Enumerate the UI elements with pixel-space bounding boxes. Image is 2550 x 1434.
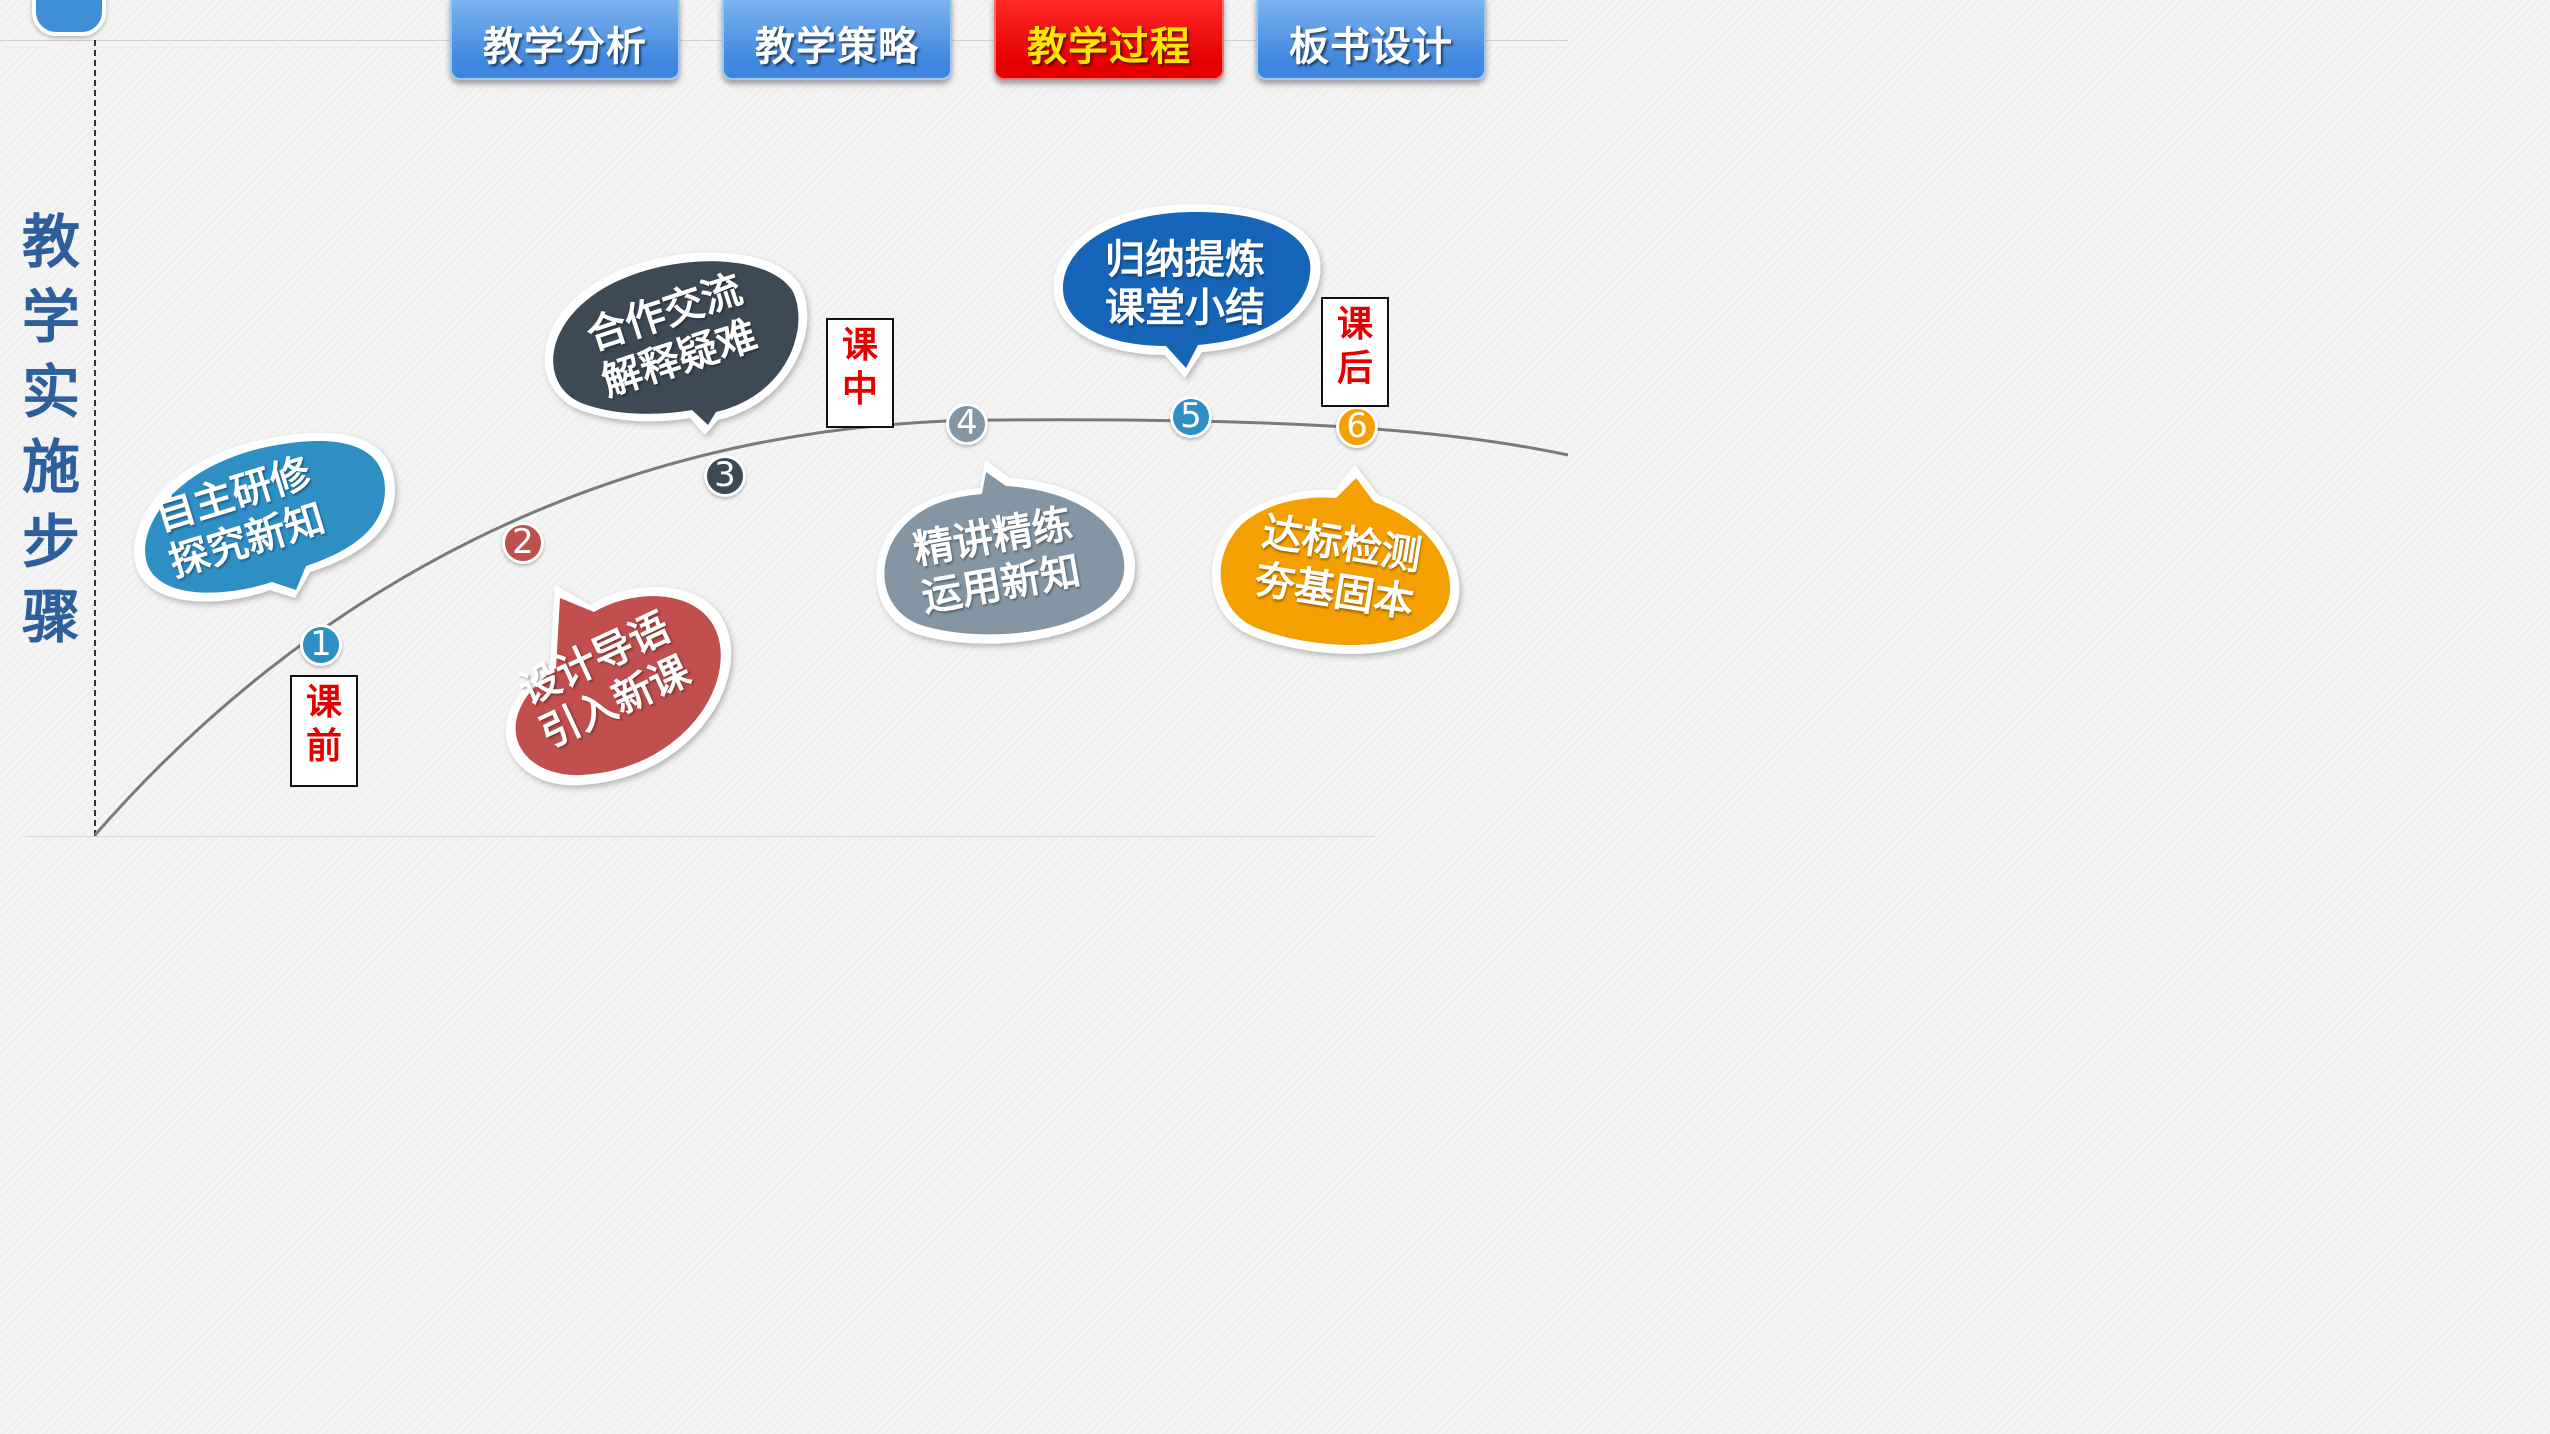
tab-label: 板书设计 <box>1289 24 1453 70</box>
tab-teaching-process[interactable]: 教学过程 <box>994 0 1224 80</box>
step-2-bubble <box>505 585 732 786</box>
step-1-marker: 1 <box>300 624 342 666</box>
step-4-bubble <box>876 460 1135 644</box>
stage-before-char: 前 <box>305 726 342 767</box>
step-5-marker: 5 <box>1170 396 1212 438</box>
step-5-line1: 归纳提炼 <box>1105 237 1265 283</box>
tab-teaching-analysis[interactable]: 教学分析 <box>450 0 680 80</box>
step-5-text: 归纳提炼 课堂小结 <box>1105 236 1265 332</box>
step-5-bubble <box>1053 204 1321 378</box>
side-title-char: 施 <box>21 433 80 501</box>
side-title-char: 教 <box>21 208 80 276</box>
step-6-bubble <box>1212 465 1460 654</box>
step-6-marker: 6 <box>1336 406 1378 448</box>
stage-during-char: 课 <box>841 325 878 366</box>
stage-before-char: 课 <box>305 682 342 723</box>
step-3-bubble <box>544 252 808 435</box>
stage-during-char: 中 <box>841 369 878 410</box>
stage-before-label: 课 前 <box>290 675 358 787</box>
axis-dashed-line <box>94 40 96 836</box>
side-title-char: 学 <box>21 283 80 351</box>
tab-label: 教学策略 <box>755 24 919 70</box>
logo-icon <box>32 0 106 36</box>
tab-label: 教学过程 <box>1027 24 1191 70</box>
stage-after-char: 课 <box>1336 304 1373 345</box>
step-1-bubble <box>134 432 395 602</box>
tab-label: 教学分析 <box>483 24 647 70</box>
tab-board-design[interactable]: 板书设计 <box>1256 0 1486 80</box>
stage-after-label: 课 后 <box>1321 297 1389 407</box>
side-title: 教 学 实 施 步 骤 <box>18 205 84 655</box>
step-5-line2: 课堂小结 <box>1105 285 1265 331</box>
tab-teaching-strategy[interactable]: 教学策略 <box>722 0 952 80</box>
stage-after-char: 后 <box>1336 348 1373 389</box>
step-4-marker: 4 <box>946 403 988 445</box>
step-2-marker: 2 <box>502 522 544 564</box>
stage-during-label: 课 中 <box>826 318 894 428</box>
side-title-char: 实 <box>21 358 80 426</box>
side-title-char: 骤 <box>21 583 80 651</box>
baseline <box>25 836 1375 837</box>
side-title-char: 步 <box>21 508 80 576</box>
step-3-marker: 3 <box>704 455 746 497</box>
process-diagram <box>93 204 1568 836</box>
